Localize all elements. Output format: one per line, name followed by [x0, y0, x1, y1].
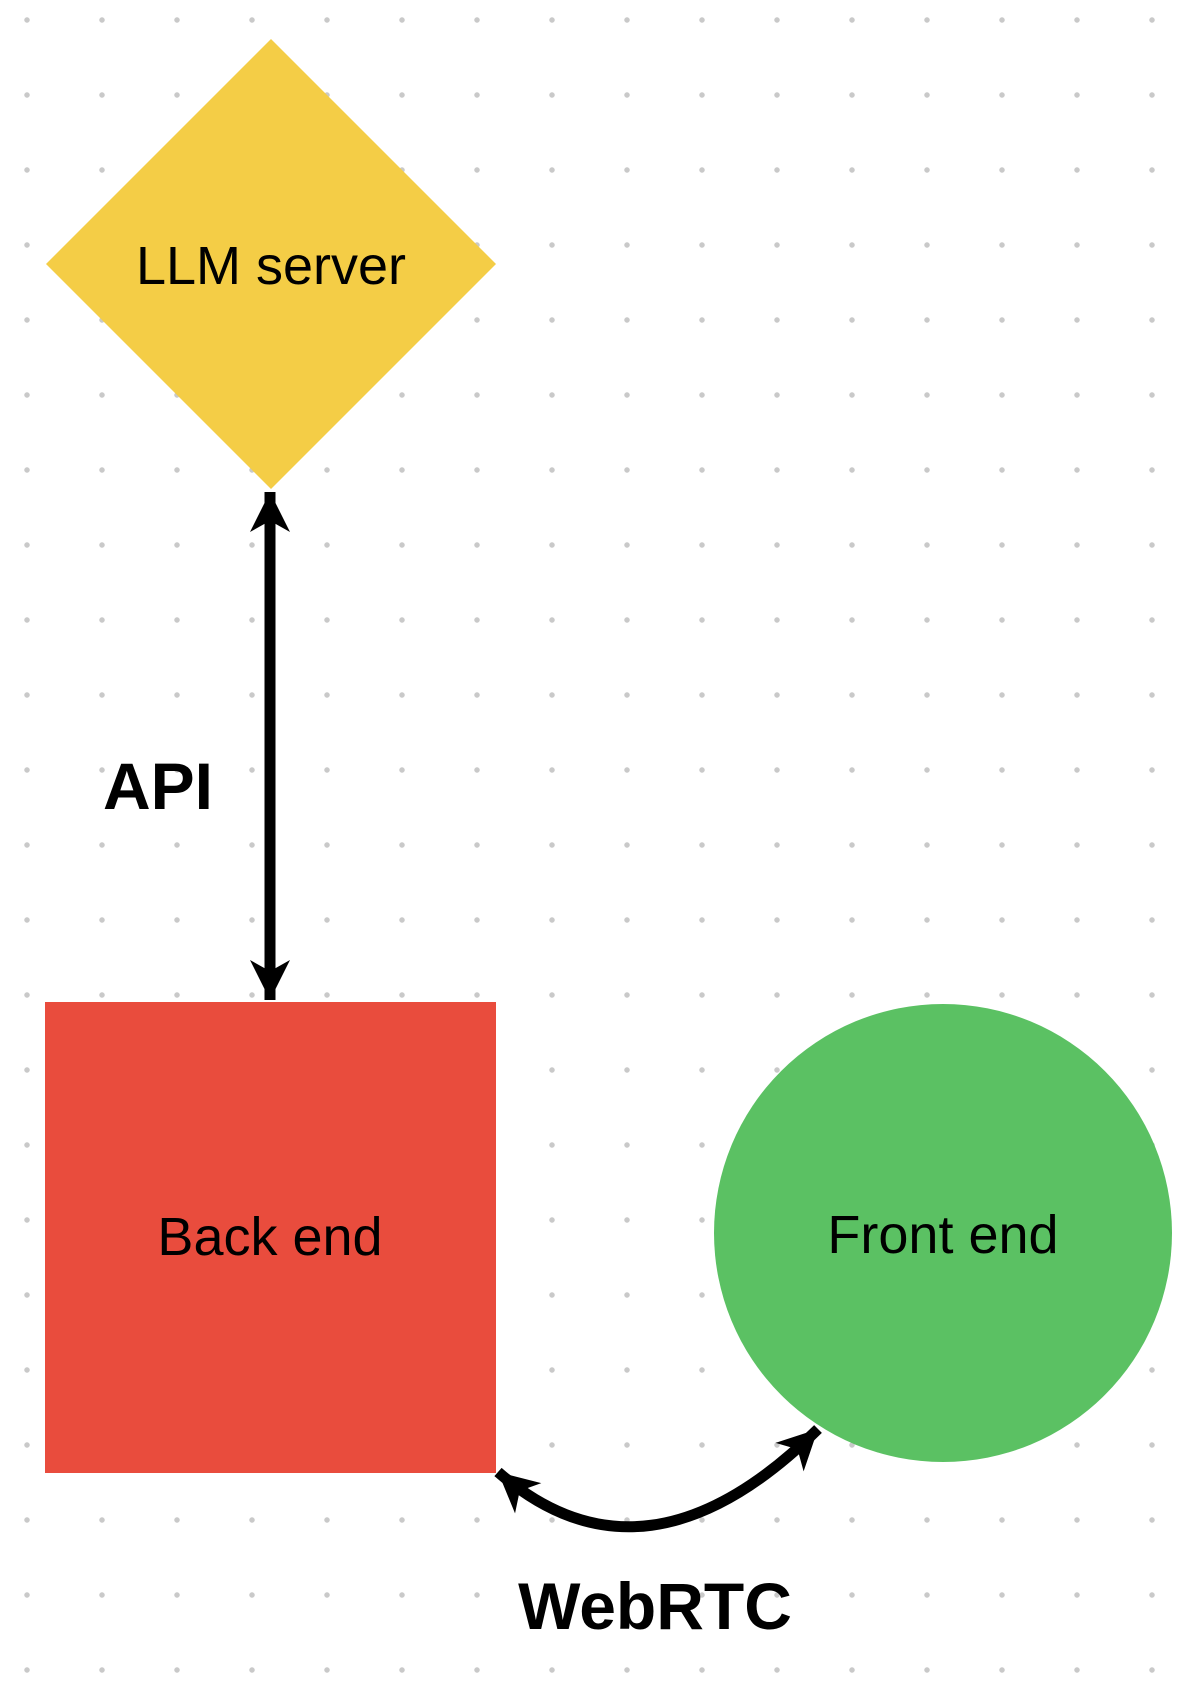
node-front-end[interactable] — [714, 1004, 1172, 1462]
node-front-end-label: Front end — [827, 1205, 1058, 1265]
edge-webrtc-label[interactable]: WebRTC — [518, 1569, 792, 1643]
node-llm-server[interactable] — [46, 39, 496, 489]
node-back-end[interactable] — [45, 1002, 496, 1473]
node-back-end-label: Back end — [157, 1207, 382, 1267]
edge-api-label[interactable]: API — [103, 749, 213, 823]
edge-webrtc-arrow[interactable] — [494, 1425, 822, 1533]
node-llm-server-label: LLM server — [136, 236, 406, 296]
